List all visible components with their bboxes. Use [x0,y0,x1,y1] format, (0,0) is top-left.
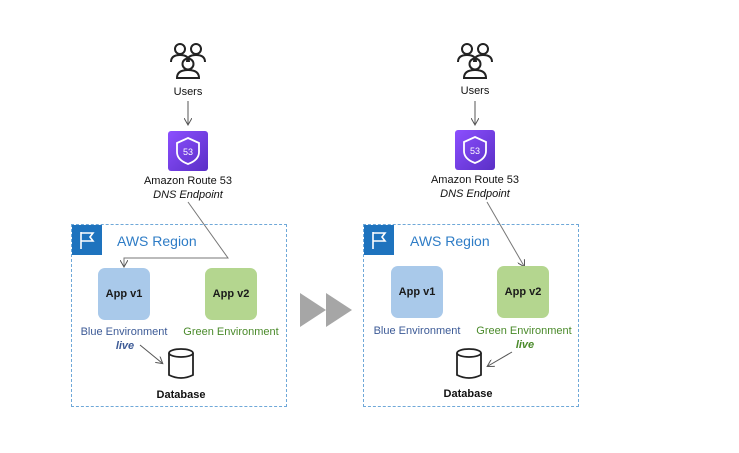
region-label: AWS Region [117,233,197,249]
app-v2-box: App v2 [497,266,549,318]
route53-subtitle: DNS Endpoint [153,189,223,201]
aws-region-box [363,224,579,407]
users-label: Users [460,85,490,97]
app-v2-box: App v2 [205,268,257,320]
live-to-database-arrow-right [488,351,513,366]
region-flag-icon [364,225,394,255]
route53-to-app-v2-arrow [486,201,524,266]
database-icon [168,348,194,379]
database-icon [456,348,482,379]
route53-badge-text: 53 [183,147,193,157]
route53-icon: 53 [168,131,208,171]
database-label: Database [443,388,493,400]
route53-badge-text: 53 [470,146,480,156]
region-label: AWS Region [410,233,490,249]
blue-environment-label: Blue Environment [373,325,461,337]
app-v1-box: App v1 [391,266,443,318]
live-to-database-arrow [139,344,162,363]
green-environment-label: Green Environment [183,326,279,338]
database-label: Database [156,389,206,401]
region-flag-icon [72,225,102,255]
app-v1-box: App v1 [98,268,150,320]
route53-icon: 53 [455,130,495,170]
app-v2-label: App v2 [212,288,250,300]
aws-region-box [71,224,287,407]
app-v2-label: App v2 [504,286,542,298]
live-label: live [515,339,535,351]
live-label: live [115,340,135,352]
users-label: Users [173,86,203,98]
blue-environment-label: Blue Environment [80,326,168,338]
green-environment-label: Green Environment [476,325,572,337]
app-v1-label: App v1 [398,286,436,298]
route53-to-app-v1-arrow [124,201,229,266]
app-v1-label: App v1 [105,288,143,300]
route53-subtitle: DNS Endpoint [440,188,510,200]
users-icon [170,43,206,79]
fast-forward-arrow-icon [300,293,352,327]
route53-title: Amazon Route 53 [143,175,233,187]
route53-title: Amazon Route 53 [430,174,520,186]
users-icon [457,43,493,79]
